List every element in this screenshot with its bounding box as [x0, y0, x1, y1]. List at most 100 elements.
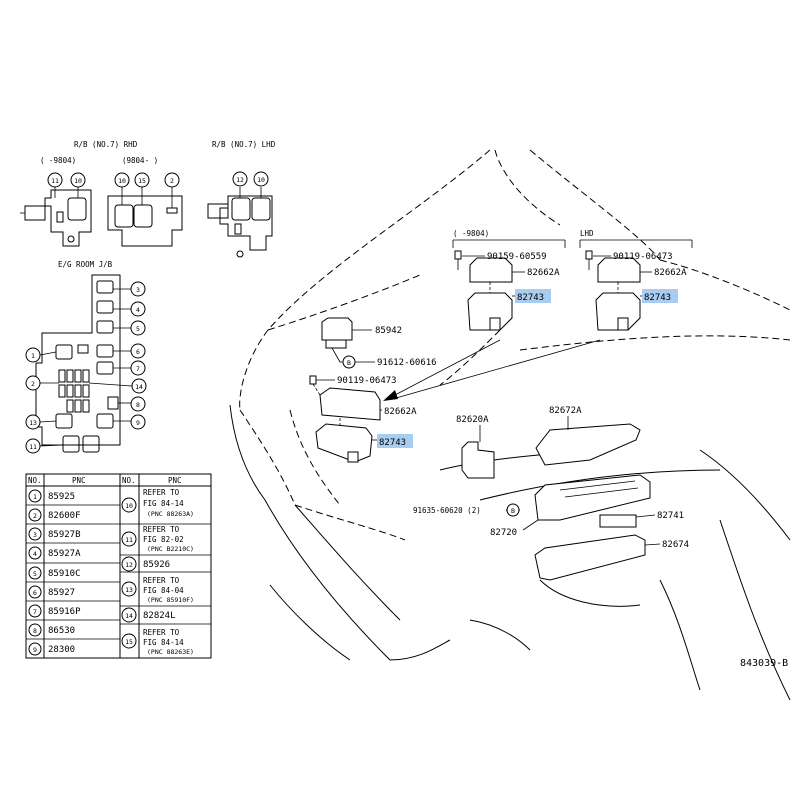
center-stack: 85942 B 91612-60616 90119-06473 82662A 8…: [309, 317, 437, 463]
table-row-no: 6: [33, 589, 37, 597]
ref-number: 5: [136, 325, 140, 333]
ref-number: 9: [136, 419, 140, 427]
ref-number: 11: [51, 177, 59, 185]
table-row-no: 14: [125, 612, 133, 620]
ref-circle: [70, 172, 86, 188]
variant-range-right: LHD: [580, 229, 594, 238]
ref-number: 3: [136, 286, 140, 294]
table-row-no: 9: [33, 646, 37, 654]
table-header: NO.: [122, 476, 136, 485]
engine-room-junction-block: [35, 274, 121, 453]
ref-number: 7: [136, 365, 140, 373]
highlight-box: [515, 289, 551, 303]
main-box-assembly: 82620A 82672A 82720 91635-60620 (2) B 82…: [413, 406, 689, 581]
table-row-no: 1: [33, 493, 37, 501]
diagram-id: 843039-B: [740, 658, 788, 669]
callout-bolt-b: 90119-06473: [613, 252, 673, 262]
ref-number: 1: [31, 352, 35, 360]
variant-range-left: ( -9804): [453, 229, 489, 238]
table-header: NO.: [28, 476, 42, 485]
ref-number: 14: [135, 383, 143, 391]
ref-number: 10: [118, 177, 126, 185]
ref-number: 2: [31, 380, 35, 388]
ref-number: 12: [236, 176, 244, 184]
callout-highlight-a[interactable]: 82743: [517, 293, 544, 303]
callout-clip: 91612-60616: [377, 358, 437, 368]
table-row-pnc: 85927A: [48, 549, 81, 559]
b-marker: B: [347, 359, 351, 367]
relay-block-rhd-a: 11 10: [20, 172, 92, 247]
ref-number: 15: [138, 177, 146, 185]
relay-icon: [321, 317, 353, 341]
rhd-range-1: ( -9804): [40, 156, 76, 165]
callout-screw: 91635-60620 (2): [413, 506, 481, 515]
table-row-line2: FIG 84-14: [143, 638, 184, 647]
table-row-pnc: 28300: [48, 645, 75, 655]
table-row-pnc: 85927: [48, 588, 75, 598]
relay-block-icon: [467, 292, 513, 331]
cover-icon: [319, 387, 381, 421]
table-row-line3: (PNC 88263A): [147, 510, 194, 518]
table-row-no: 13: [125, 586, 133, 594]
bolt-icon: [309, 375, 317, 385]
callout-bolt-a: 90159-60559: [487, 252, 547, 262]
table-row-line1: REFER TO: [143, 628, 180, 637]
table-header: PNC: [72, 476, 86, 485]
main-box-icon: [534, 474, 651, 521]
top-cover-icon: [535, 423, 641, 466]
ref-number: 10: [74, 177, 82, 185]
pnc-table: NO. PNC NO. PNC 1 85925 2 82600F 3 85927…: [25, 473, 212, 659]
table-row-no: 4: [33, 550, 37, 558]
highlight-box: [377, 434, 413, 448]
table-row-line3: (PNC B2210C): [147, 545, 194, 553]
ref-number: 13: [29, 419, 37, 427]
callout-relay: 85942: [375, 326, 402, 336]
rb-rhd-title: R/B (NO.7) RHD: [74, 140, 138, 149]
small-part-icon: [599, 514, 637, 528]
relay-block-rhd-b: 10 15 2: [107, 172, 183, 247]
callout-bolt-c: 90119-06473: [337, 376, 397, 386]
table-row-no: 7: [33, 608, 37, 616]
callout-connector: 82620A: [456, 415, 489, 425]
rb-lhd-title: R/B (NO.7) LHD: [212, 140, 276, 149]
ref-number: 10: [257, 176, 265, 184]
tray-icon: [534, 534, 646, 581]
ref-number: 6: [136, 348, 140, 356]
table-row-pnc: 82824L: [143, 611, 176, 621]
table-row-line2: FIG 84-14: [143, 499, 184, 508]
relay-cover-icon: [597, 257, 641, 283]
bolt-icon: [585, 250, 593, 260]
table-row-pnc: 85910C: [48, 569, 81, 579]
table-row-no: 8: [33, 627, 37, 635]
table-row-no: 5: [33, 570, 37, 578]
callout-cover-c: 82662A: [384, 407, 417, 417]
vehicle-outline: [229, 149, 791, 701]
b-marker: B: [511, 507, 515, 515]
table-row-no: 10: [125, 502, 133, 510]
callout-highlight-b[interactable]: 82743: [644, 293, 671, 303]
table-row-no: 15: [125, 638, 133, 646]
ref-circle: [232, 171, 248, 187]
callout-highlight-c[interactable]: 82743: [379, 438, 406, 448]
table-row-line3: (PNC 85910F): [147, 596, 194, 604]
variant-left-parts: 90159-60559 82662A 82743: [383, 250, 560, 401]
table-row-no: 12: [125, 561, 133, 569]
table-row-no: 3: [33, 531, 37, 539]
table-row-line1: REFER TO: [143, 488, 180, 497]
ref-number: 4: [136, 306, 140, 314]
table-row-pnc: 82600F: [48, 511, 81, 521]
eg-room-title: E/G ROOM J/B: [58, 260, 113, 269]
relay-cover-icon: [469, 257, 513, 283]
relay-block-icon: [315, 423, 373, 463]
table-row-line3: (PNC 88263E): [147, 648, 194, 656]
callout-small: 82741: [657, 511, 684, 521]
ref-circle: [114, 172, 130, 188]
callout-cover-b: 82662A: [654, 268, 687, 278]
table-row-pnc: 85927B: [48, 530, 81, 540]
junction-block-callouts: 3 4 5 1 6 7 2 14 8 13 9 11: [25, 281, 147, 454]
relay-block-icon: [595, 292, 641, 331]
table-row-pnc: 85916P: [48, 607, 81, 617]
table-row-line1: REFER TO: [143, 576, 180, 585]
